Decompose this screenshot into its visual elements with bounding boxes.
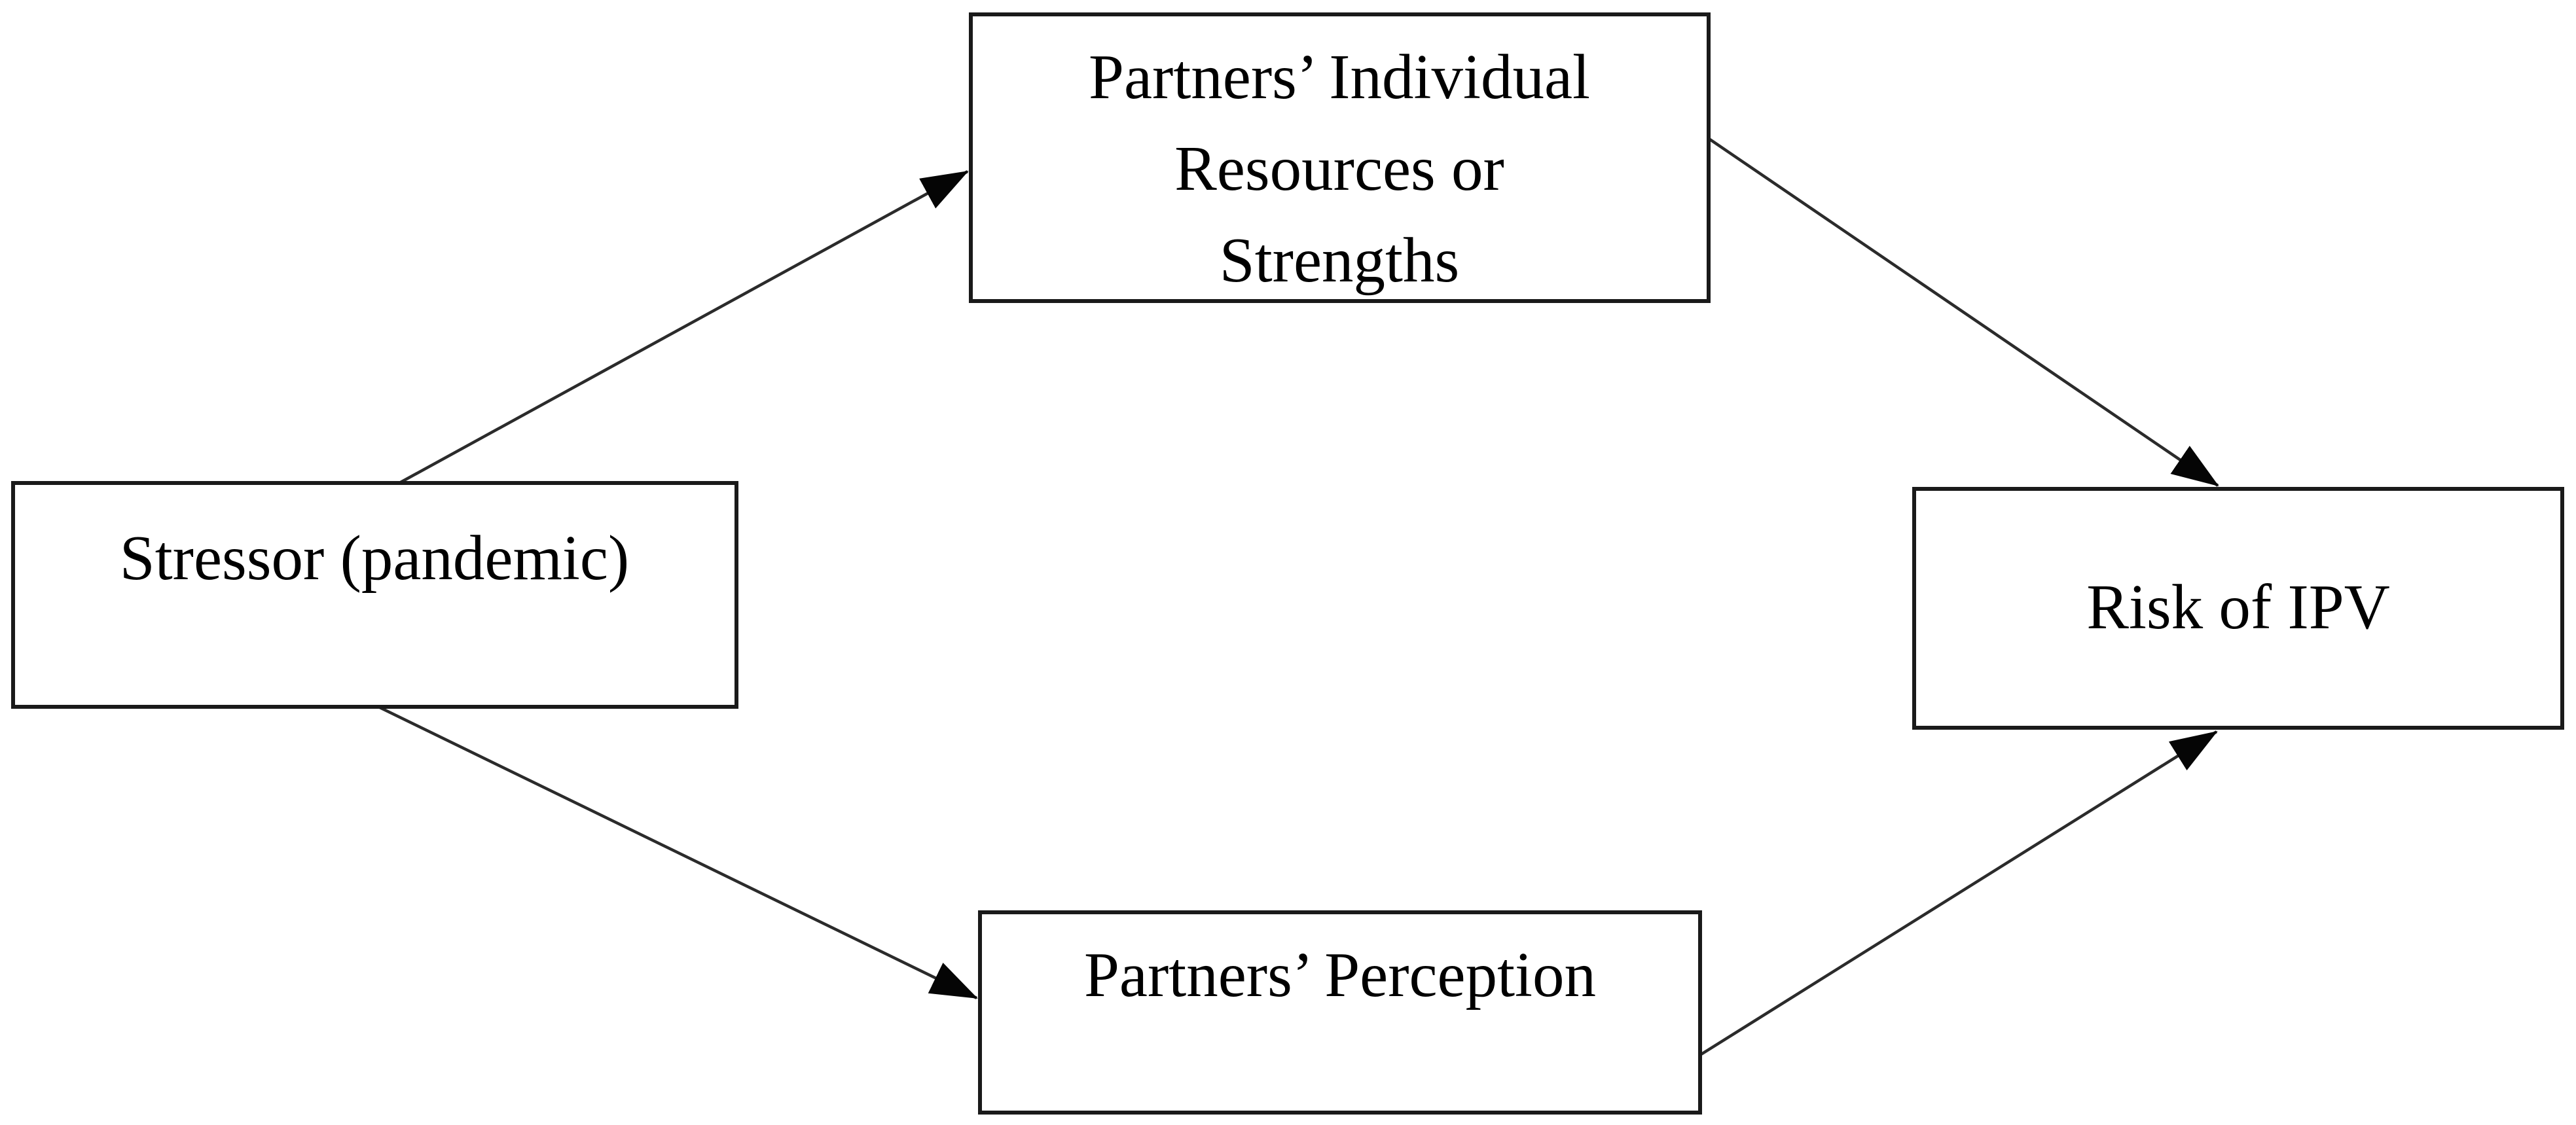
node-resources-label-line1: Partners’ Individual bbox=[1089, 42, 1590, 112]
edge-resources-to-risk bbox=[1709, 138, 2219, 487]
node-resources-box bbox=[969, 12, 1711, 303]
edge-perception-to-risk bbox=[1699, 730, 2218, 1056]
node-resources-label-line3: Strengths bbox=[1220, 225, 1459, 295]
node-risk-label: Risk of IPV bbox=[2086, 572, 2390, 642]
node-stressor-box bbox=[11, 481, 738, 709]
edge-stressor-to-resources bbox=[398, 170, 969, 484]
edge-stressor-to-perception bbox=[378, 705, 978, 1000]
node-perception-box bbox=[978, 910, 1702, 1115]
node-resources-label-line2: Resources or bbox=[1174, 134, 1504, 204]
node-risk-box bbox=[1912, 487, 2564, 730]
node-perception-label: Partners’ Perception bbox=[1084, 940, 1596, 1010]
node-stressor-label: Stressor (pandemic) bbox=[120, 523, 629, 593]
